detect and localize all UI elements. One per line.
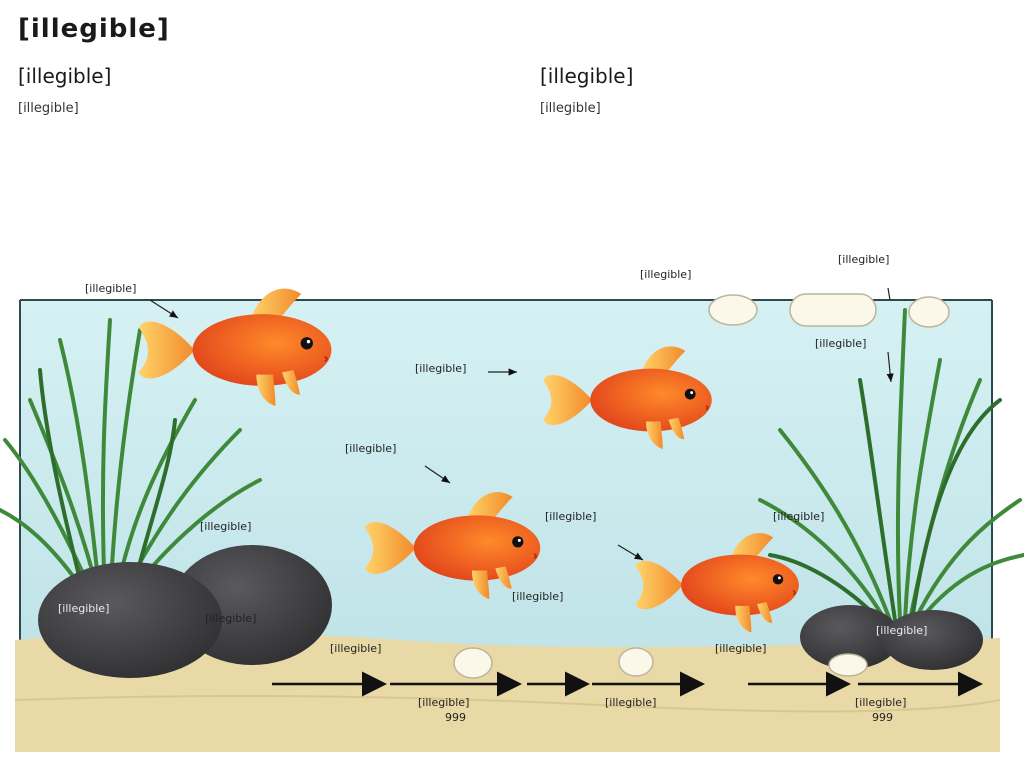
- label-rock-right: [illegible]: [876, 624, 927, 637]
- rock-right-small: [800, 605, 900, 669]
- label-floor-3: [illegible]: [605, 696, 656, 709]
- egg-surface-3: [908, 296, 950, 328]
- rock-left-front: [38, 562, 222, 678]
- egg-floor-2: [618, 647, 654, 677]
- label-fish-3: [illegible]: [345, 442, 396, 455]
- label-plant-right: [illegible]: [815, 337, 866, 350]
- callout-lines: [149, 287, 894, 561]
- egg-floor-1: [453, 647, 493, 679]
- number-left: 999: [445, 711, 466, 724]
- label-surface-top: [illegible]: [640, 268, 691, 281]
- label-fish-4: [illegible]: [545, 510, 596, 523]
- eggs: [453, 293, 950, 679]
- label-floor-5: [illegible]: [855, 696, 906, 709]
- rock-right: [883, 610, 983, 670]
- number-right: 999: [872, 711, 893, 724]
- label-plants-left: [illegible]: [200, 520, 251, 533]
- section-right-heading: [illegible]: [540, 64, 634, 88]
- section-right-body: [illegible]: [540, 101, 601, 116]
- page-title: [illegible]: [18, 14, 170, 44]
- label-floor-2: [illegible]: [418, 696, 469, 709]
- section-left-body: [illegible]: [18, 101, 79, 116]
- section-right: [illegible] [illegible]: [540, 64, 1000, 119]
- label-fish-2: [illegible]: [415, 362, 466, 375]
- label-fish-4-lower: [illegible]: [512, 590, 563, 603]
- section-left-heading: [illegible]: [18, 64, 112, 88]
- label-fish-5-upper: [illegible]: [773, 510, 824, 523]
- label-floor-4: [illegible]: [715, 642, 766, 655]
- section-left: [illegible] [illegible]: [18, 64, 488, 119]
- plants-right: [758, 308, 1024, 622]
- label-surface-right: [illegible]: [838, 253, 889, 266]
- label-top-left: [illegible]: [85, 282, 136, 295]
- label-rock-left-front: [illegible]: [58, 602, 109, 615]
- egg-floor-3: [828, 653, 868, 677]
- egg-surface-2: [789, 293, 877, 327]
- label-floor-1: [illegible]: [330, 642, 381, 655]
- egg-surface-1: [708, 294, 758, 326]
- label-rock-left-back: [illegible]: [205, 612, 256, 625]
